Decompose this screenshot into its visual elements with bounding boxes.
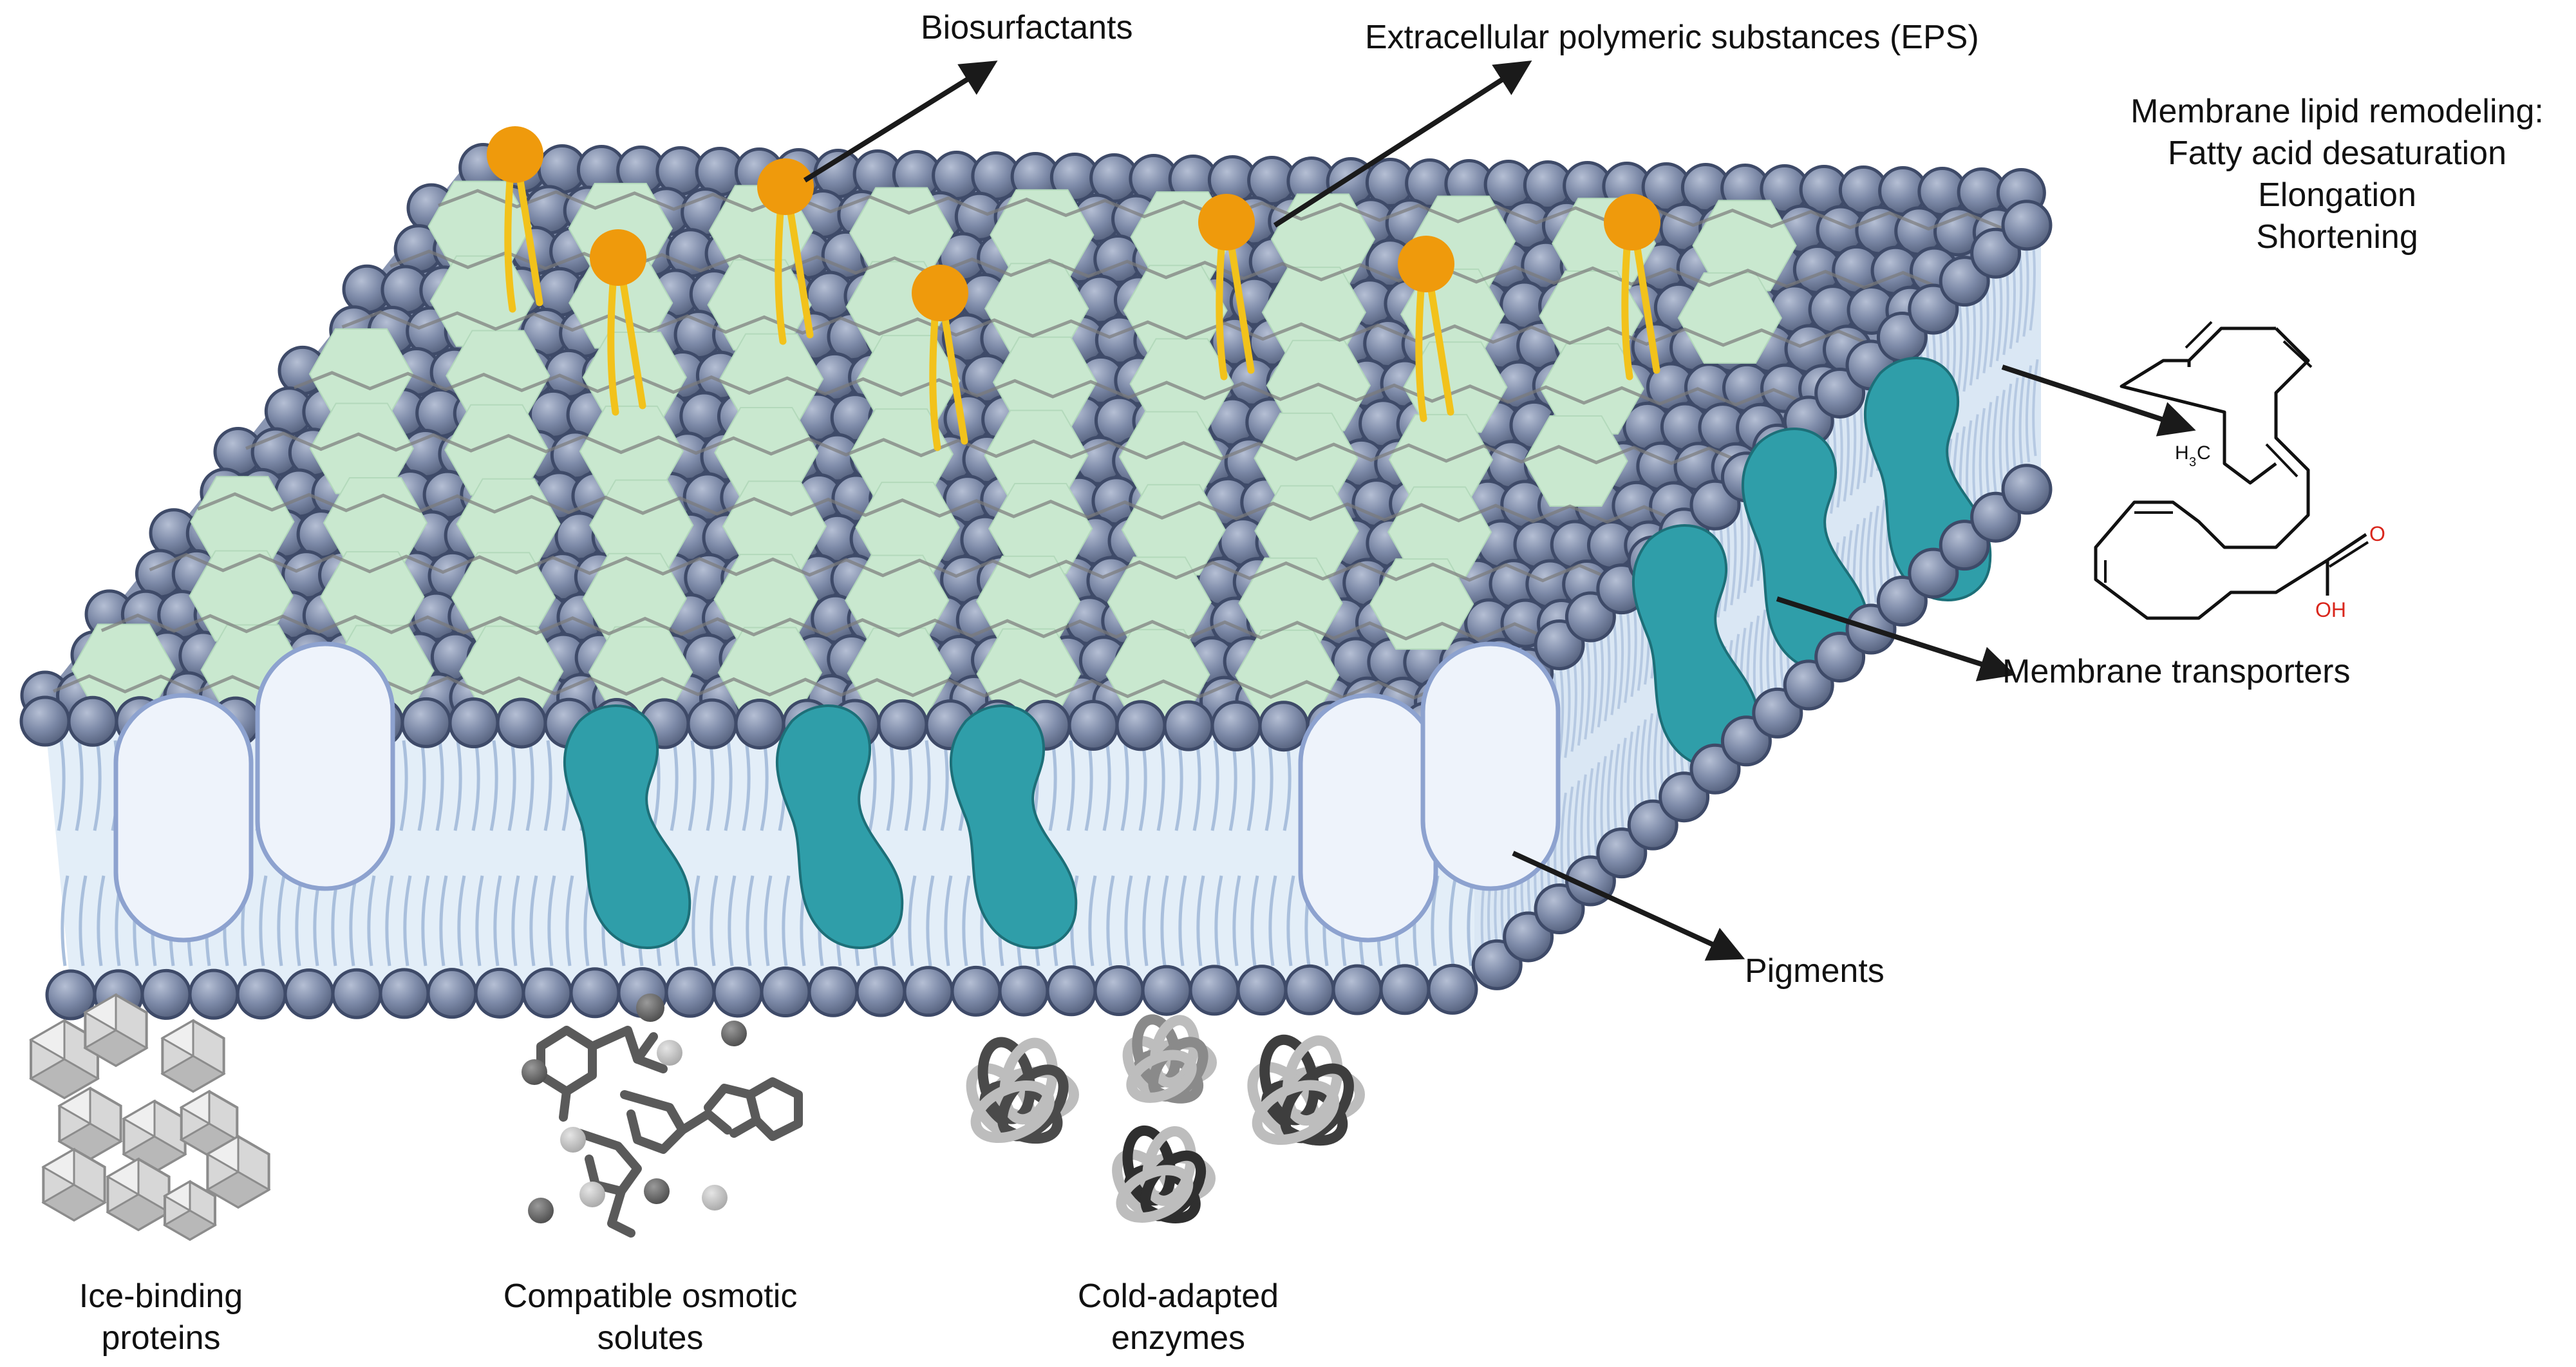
lipid-head: [2003, 202, 2051, 249]
lipid-head: [142, 970, 190, 1018]
lipid-head: [879, 701, 926, 748]
pigment-capsule: [258, 644, 393, 889]
enzyme: [1106, 1127, 1212, 1229]
lipid-head: [1095, 966, 1143, 1014]
label-eps: Extracellular polymeric substances (EPS): [1365, 19, 1979, 56]
lipid-head: [1000, 967, 1048, 1015]
label-ice-binding-line1: Ice-binding: [79, 1277, 243, 1315]
label-ice-binding-line2: proteins: [102, 1319, 221, 1357]
lipid-head: [1212, 702, 1260, 749]
lipid-head: [238, 970, 285, 1018]
lipid-head: [402, 699, 450, 746]
lipid-head: [571, 969, 619, 1017]
lipid-head: [285, 970, 333, 1018]
label-enzymes-line2: enzymes: [1111, 1319, 1245, 1357]
ice-crystal: [59, 1088, 120, 1159]
lipid-head: [1238, 966, 1286, 1014]
lipid-head: [1143, 966, 1190, 1014]
biosurfactant-head: [1198, 194, 1255, 250]
lipid-head: [905, 968, 952, 1015]
lipid-head: [498, 699, 545, 747]
lipid-head: [381, 970, 428, 1017]
lipid-head: [428, 970, 476, 1017]
lipid-head: [1260, 702, 1308, 750]
lipid-head: [450, 699, 498, 747]
biosurfactant-head: [912, 265, 968, 321]
pigment-capsule: [116, 695, 251, 940]
pigment-capsule: [1301, 695, 1436, 940]
lipid-head: [762, 968, 809, 1016]
chem-oxygen: O: [2369, 522, 2385, 545]
label-lipid-remodeling: Membrane lipid remodeling: Fatty acid de…: [2130, 93, 2544, 256]
lipid-head: [714, 968, 762, 1016]
lipid-head: [1333, 966, 1381, 1013]
lipid-head: [1048, 967, 1095, 1015]
enzyme: [1118, 1016, 1212, 1108]
biosurfactant-head: [1398, 236, 1454, 292]
lipid-head: [736, 700, 784, 748]
label-lipid-remodeling-title: Membrane lipid remodeling:: [2130, 93, 2544, 130]
biosurfactant-head: [1604, 194, 1660, 250]
biosurfactant-head: [590, 229, 646, 286]
lipid-head: [1429, 965, 1476, 1013]
label-enzymes-line1: Cold-adapted: [1078, 1277, 1279, 1315]
label-osmotic-line2: solutes: [597, 1319, 704, 1357]
chem-hydroxyl: OH: [2315, 598, 2346, 621]
cold-adapted-enzymes: [959, 1016, 1361, 1229]
chem-methyl-c: C: [2197, 442, 2211, 464]
ice-crystal: [162, 1021, 223, 1091]
label-biosurfactants: Biosurfactants: [921, 9, 1133, 46]
lipid-bilayer: [21, 126, 2051, 1019]
label-osmotic-line1: Compatible osmotic: [503, 1277, 798, 1315]
lipid-head: [476, 969, 523, 1017]
label-pigments: Pigments: [1745, 952, 1885, 990]
chem-methyl-h: H: [2175, 442, 2189, 464]
lipid-head: [1381, 966, 1429, 1013]
chem-methyl-subscript: 3: [2189, 455, 2196, 469]
label-membrane-transporters: Membrane transporters: [2002, 653, 2350, 690]
lipid-head: [69, 697, 117, 745]
fatty-acid-structure: [2096, 322, 2368, 618]
lipid-head: [1190, 966, 1238, 1014]
lipid-head: [666, 968, 714, 1016]
lipid-head: [21, 697, 69, 745]
ice-crystal: [43, 1149, 104, 1220]
ice-crystal: [165, 1182, 215, 1240]
biosurfactant-head: [487, 126, 543, 183]
enzyme: [959, 1038, 1075, 1149]
pigment-capsule: [1423, 644, 1558, 889]
lipid-head: [333, 970, 381, 1017]
lipid-head: [857, 968, 905, 1015]
lipid-head: [523, 969, 571, 1017]
label-shortening: Shortening: [2256, 218, 2418, 256]
lipid-head: [1286, 966, 1333, 1013]
lipid-head: [2003, 466, 2051, 513]
lipid-head: [1069, 702, 1117, 749]
lipid-head: [952, 967, 1000, 1015]
ice-binding-proteins: [31, 995, 269, 1240]
lipid-head: [688, 700, 736, 748]
compatible-osmotic-solutes: [522, 994, 798, 1233]
lipid-head: [1117, 702, 1165, 749]
biosurfactant-head: [757, 158, 814, 215]
lipid-head: [1165, 702, 1212, 749]
enzyme: [1240, 1035, 1361, 1152]
label-fatty-acid-desaturation: Fatty acid desaturation: [2168, 135, 2506, 172]
lipid-head: [809, 968, 857, 1015]
lipid-head: [190, 970, 238, 1018]
label-elongation: Elongation: [2258, 176, 2416, 214]
